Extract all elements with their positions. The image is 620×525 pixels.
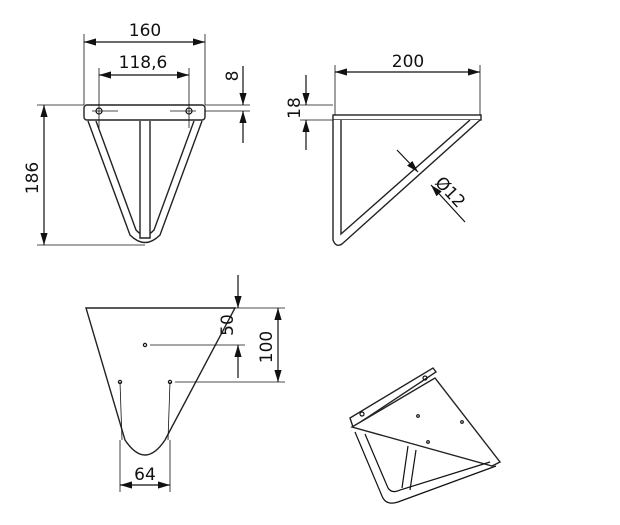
dim-plate-thickness: 8 (223, 71, 243, 82)
top-plate-outline (85, 307, 237, 456)
dim-line-tube-diameter-b (430, 184, 466, 223)
iso-top-plate (350, 377, 502, 467)
dim-line-tube-diameter-a (396, 149, 419, 173)
iso-hole (460, 420, 464, 424)
dim-height: 186 (23, 162, 43, 194)
front-view: 160 118,6 8 186 (23, 21, 250, 246)
isometric-view (349, 367, 502, 504)
dim-length: 100 (257, 331, 277, 363)
dim-depth: 200 (392, 52, 424, 72)
dim-tip-width: 64 (134, 465, 156, 485)
dim-plate-height: 18 (285, 97, 305, 119)
dim-width: 160 (129, 21, 161, 41)
top-hole-right (167, 379, 173, 385)
iso-hole (416, 414, 420, 418)
top-hole-center (142, 342, 148, 348)
side-view: 200 18 Ø12 (285, 52, 482, 247)
dim-hole-offset: 50 (218, 314, 238, 336)
top-hole-left (117, 379, 123, 385)
iso-hole (359, 411, 365, 417)
side-tube (332, 119, 481, 247)
front-mounting-plate (83, 104, 206, 121)
iso-v-tube (354, 431, 497, 504)
side-plate (332, 114, 482, 121)
iso-hole (426, 440, 430, 444)
iso-center-tube (401, 445, 417, 491)
dim-hole-spacing: 118,6 (119, 53, 168, 73)
top-tube-hidden-lines (119, 381, 171, 441)
iso-hole (422, 375, 428, 381)
front-center-tube (139, 121, 151, 239)
top-view: 50 100 64 (85, 275, 285, 492)
iso-back-plate (349, 367, 438, 429)
dim-tube-diameter: Ø12 (430, 173, 469, 212)
